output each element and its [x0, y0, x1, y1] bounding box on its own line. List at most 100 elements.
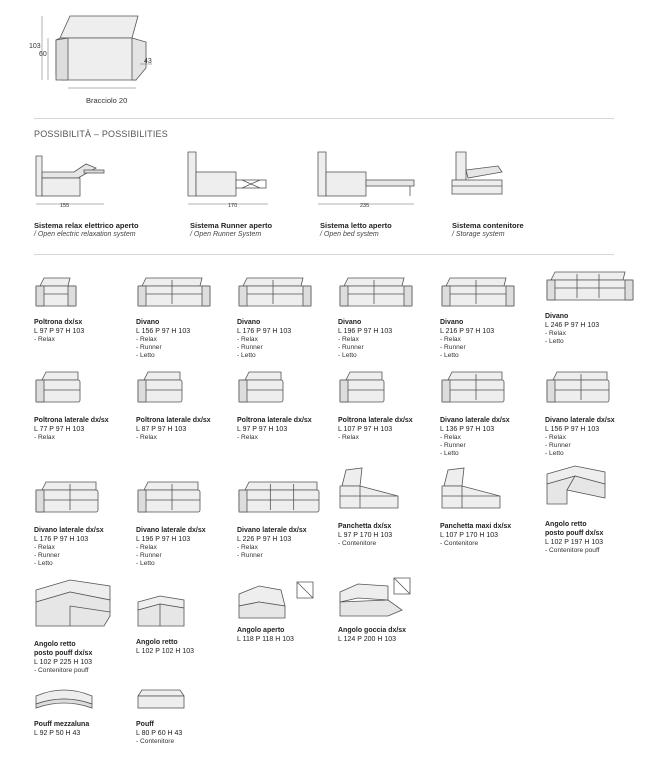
model-option: - Runner — [136, 552, 162, 559]
model-dimensions: L 102 P 197 H 103 — [545, 539, 603, 546]
model-dimensions: L 176 P 97 H 103 — [34, 536, 89, 543]
armrest-label: Bracciolo 20 — [86, 96, 128, 105]
model-name: Panchetta dx/sx — [338, 523, 392, 530]
model-option: - Relax — [34, 544, 55, 551]
model-name: Angolo aperto — [237, 627, 285, 634]
system-runner-dim: 170 — [228, 203, 238, 209]
model-name: Angolo retto — [34, 641, 76, 648]
model-drawing-10 — [338, 370, 386, 406]
system-runner-sub: / Open Runner System — [190, 231, 262, 238]
model-name: Poltrona laterale dx/sx — [237, 417, 312, 424]
model-name: Poltrona dx/sx — [34, 319, 83, 326]
armchair-dimension-drawing — [28, 8, 158, 108]
system-relax-name: Sistema relax elettrico aperto — [34, 221, 139, 230]
system-relax-dim: 155 — [60, 203, 70, 209]
model-name: Divano laterale dx/sx — [136, 527, 206, 534]
model-name: Angolo retto — [545, 521, 587, 528]
model-drawing-8 — [136, 370, 184, 406]
model-dimensions: L 107 P 170 H 103 — [440, 532, 498, 539]
model-dimensions: L 77 P 97 H 103 — [34, 426, 85, 433]
model-drawing-15 — [237, 480, 321, 516]
model-name: Angolo goccia dx/sx — [338, 627, 407, 634]
model-drawing-17 — [440, 466, 504, 512]
model-dimensions: L 196 P 97 H 103 — [136, 536, 191, 543]
model-name: Poltrona laterale dx/sx — [136, 417, 211, 424]
model-option: - Runner — [237, 552, 263, 559]
model-name: Pouff — [136, 721, 154, 728]
model-name: Divano laterale dx/sx — [440, 417, 510, 424]
model-name: Angolo retto — [136, 639, 178, 646]
model-option: - Relax — [237, 336, 258, 343]
model-name: Divano laterale dx/sx — [545, 417, 615, 424]
model-name: Divano laterale dx/sx — [34, 527, 104, 534]
model-option: - Letto — [34, 560, 53, 567]
model-option: - Relax — [440, 336, 461, 343]
model-drawing-4 — [338, 276, 414, 310]
model-name: Panchetta maxi dx/sx — [440, 523, 512, 530]
model-name-line2: posto pouff dx/sx — [34, 650, 93, 657]
model-option: - Letto — [545, 338, 564, 345]
model-name: Divano — [338, 319, 362, 326]
model-option: - Relax — [34, 434, 55, 441]
model-drawing-6 — [545, 270, 635, 304]
model-dimensions: L 87 P 97 H 103 — [136, 426, 187, 433]
model-dimensions: L 102 P 102 H 103 — [136, 648, 194, 655]
model-drawing-9 — [237, 370, 285, 406]
model-drawing-5 — [440, 276, 516, 310]
model-dimensions: L 80 P 60 H 43 — [136, 730, 183, 737]
model-drawing-21 — [237, 580, 317, 622]
model-option: - Letto — [545, 450, 564, 457]
model-option: - Runner — [338, 344, 364, 351]
system-runner-drawing — [186, 150, 272, 210]
model-option: - Contenitore — [338, 540, 377, 547]
model-dimensions: L 176 P 97 H 103 — [237, 328, 292, 335]
model-option: - Relax — [237, 544, 258, 551]
model-name: Divano — [440, 319, 464, 326]
model-dimensions: L 118 P 118 H 103 — [237, 636, 294, 643]
model-option: - Letto — [440, 450, 459, 457]
model-option: - Contenitore — [440, 540, 479, 547]
systems-divider — [34, 254, 614, 255]
top-divider — [34, 118, 614, 119]
model-item: Panchetta maxi dx/sx L 107 P 170 H 103- C… — [440, 522, 511, 548]
section-title: POSSIBILITÀ – POSSIBILITIES — [34, 129, 168, 139]
model-option: - Runner — [34, 552, 60, 559]
model-drawing-20 — [136, 594, 186, 628]
model-item: Poltrona laterale dx/sx L 77 P 97 H 103- … — [34, 416, 109, 442]
model-name: Poltrona laterale dx/sx — [34, 417, 109, 424]
model-option: - Runner — [440, 344, 466, 351]
model-name: Pouff mezzaluna — [34, 721, 90, 728]
model-option: - Letto — [338, 352, 357, 359]
system-bed-name: Sistema letto aperto — [320, 221, 392, 230]
model-drawing-18 — [545, 464, 609, 510]
model-name: Divano — [136, 319, 160, 326]
model-drawing-23 — [34, 686, 94, 712]
model-option: - Runner — [440, 442, 466, 449]
model-drawing-2 — [136, 276, 212, 310]
model-drawing-12 — [545, 370, 611, 406]
model-option: - Relax — [34, 336, 55, 343]
model-option: - Relax — [136, 544, 157, 551]
model-dimensions: L 97 P 97 H 103 — [34, 328, 85, 335]
model-option: - Relax — [545, 330, 566, 337]
model-option: - Relax — [440, 434, 461, 441]
model-name: Divano — [545, 313, 569, 320]
model-name: Divano — [237, 319, 261, 326]
model-dimensions: L 156 P 97 H 103 — [136, 328, 191, 335]
model-option: - Letto — [440, 352, 459, 359]
model-name-line2: posto pouff dx/sx — [545, 530, 604, 537]
model-dimensions: L 216 P 97 H 103 — [440, 328, 495, 335]
model-drawing-3 — [237, 276, 313, 310]
model-option: - Runner — [545, 442, 571, 449]
model-dimensions: L 107 P 97 H 103 — [338, 426, 393, 433]
